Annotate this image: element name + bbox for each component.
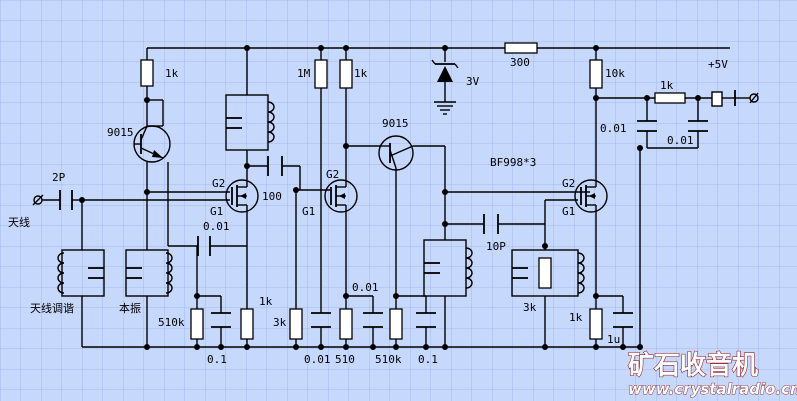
label-c-001-b: 0.01	[667, 134, 694, 147]
resistor-3k-b	[538, 257, 552, 289]
lc-tank-oscillator	[125, 249, 173, 297]
label-r-1k-e: 1k	[259, 295, 273, 308]
watermark-url: www.crystalradio.cn	[628, 380, 797, 398]
transistor-9015-a	[133, 125, 171, 163]
mosfet-bf998-a	[225, 179, 259, 213]
mosfet-bf998-c	[574, 179, 608, 213]
transistors	[133, 125, 608, 213]
lc-tank-mixer	[423, 239, 473, 297]
lc-tanks	[57, 94, 585, 297]
label-t2: 9015	[382, 117, 409, 130]
label-c-001-coupling: 0.01	[203, 220, 230, 233]
watermark: 矿石收音机 www.crystalradio.cn	[628, 350, 797, 399]
resistor-1k-c	[654, 92, 686, 104]
label-r-300: 300	[510, 56, 530, 69]
power-connector	[711, 90, 759, 107]
label-antenna: 天线	[8, 215, 30, 229]
resistor-3k-a	[289, 308, 303, 340]
lc-tank-output	[511, 249, 585, 297]
capacitor-10p	[483, 214, 499, 234]
capacitor-001-bottom	[311, 312, 331, 328]
resistor-510k-b	[389, 308, 403, 340]
capacitor-001-b-right	[688, 120, 708, 132]
label-g1-c: G1	[562, 205, 575, 218]
resistor-1k-a	[140, 59, 154, 87]
label-c-001-top: 0.01	[352, 281, 379, 294]
resistor-1k-e	[240, 308, 254, 340]
label-r-3k-b: 3k	[523, 301, 537, 314]
label-r-510: 510	[335, 353, 355, 366]
label-g1-a: G1	[210, 205, 223, 218]
mosfet-bf998-b	[324, 179, 358, 213]
labels: +5V 300 3V 1k 1M 1k 10k 1k 0.01 0.01 901…	[8, 56, 728, 366]
capacitor-100	[267, 156, 283, 176]
capacitor-01-a	[211, 312, 231, 328]
zener-diode	[431, 59, 459, 115]
capacitor-001-coupling	[197, 236, 211, 256]
label-t1: 9015	[107, 126, 134, 139]
label-c-001-bottom: 0.01	[304, 353, 331, 366]
junction-dots	[79, 45, 701, 350]
capacitors	[59, 120, 708, 328]
label-c-2p: 2P	[52, 171, 66, 184]
label-r-1k-f: 1k	[569, 311, 583, 324]
resistor-300	[504, 42, 538, 54]
resistor-1m	[314, 59, 328, 89]
label-r-1m: 1M	[297, 67, 311, 80]
label-r-1k-b: 1k	[354, 67, 368, 80]
label-zener: 3V	[466, 75, 480, 88]
resistor-510k-a	[190, 308, 204, 340]
watermark-title: 矿石收音机	[628, 350, 758, 381]
label-c-1u: 1u	[607, 333, 620, 346]
label-r-510k-b: 510k	[375, 353, 402, 366]
capacitor-1u	[613, 312, 633, 328]
label-c-10p: 10P	[486, 240, 506, 253]
label-r-1k-a: 1k	[165, 67, 179, 80]
label-g2-a: G2	[212, 177, 225, 190]
label-supply: +5V	[708, 58, 728, 71]
resistors	[140, 42, 686, 340]
label-g2-b: G2	[326, 168, 339, 181]
label-bf998: BF998*3	[490, 156, 536, 169]
label-r-3k-a: 3k	[273, 316, 287, 329]
label-c-100: 100	[262, 190, 282, 203]
capacitor-01-b	[416, 312, 436, 328]
antenna-terminal	[32, 194, 44, 206]
label-r-10k: 10k	[605, 67, 625, 80]
transistor-9015-b	[378, 135, 414, 171]
label-tuning: 天线调谐	[30, 301, 74, 315]
resistor-10k	[589, 59, 603, 89]
resistor-1k-f	[589, 308, 603, 340]
resistor-510	[339, 308, 353, 340]
lc-tank-upper	[225, 94, 275, 151]
label-osc: 本振	[119, 301, 141, 315]
capacitor-001-a-right	[637, 120, 657, 132]
label-c-01-a: 0.1	[207, 353, 227, 366]
label-r-1k-c: 1k	[660, 79, 674, 92]
capacitor-2p	[59, 190, 73, 210]
label-g1-b: G1	[302, 205, 315, 218]
capacitor-001-mid	[363, 312, 383, 328]
label-c-01-b: 0.1	[418, 353, 438, 366]
label-g2-c: G2	[562, 177, 575, 190]
label-r-510k-a: 510k	[158, 316, 185, 329]
lc-tank-antenna	[57, 249, 105, 297]
label-c-001-a: 0.01	[600, 122, 627, 135]
resistor-1k-b	[339, 59, 353, 89]
